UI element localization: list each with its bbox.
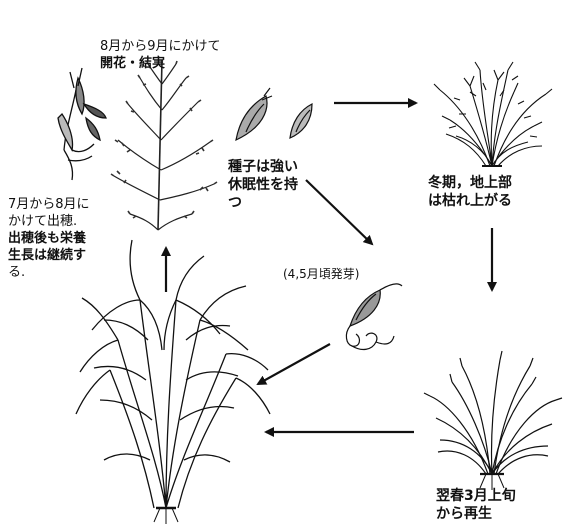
label-flowering: 8月から9月にかけて 開花・結実	[100, 38, 221, 72]
label-winter-line-2: は枯れ上がる	[428, 192, 512, 210]
arrow-seed-to-germination	[306, 180, 372, 244]
arrow-germination-to-mature	[258, 344, 330, 384]
label-heading-line-2: かけて出穂.	[8, 213, 90, 230]
seed-illustration	[236, 88, 312, 140]
label-winter: 冬期，地上部 は枯れ上がる	[428, 174, 512, 210]
label-regrowth: 翌春3月上旬 から再生	[436, 487, 516, 523]
mature-plant-illustration	[76, 240, 270, 524]
label-flowering-line-1: 8月から9月にかけて	[100, 38, 221, 55]
withered-tussock-illustration	[434, 62, 552, 166]
label-seed-dormancy: 種子は強い 休眠性を持 つ	[228, 158, 298, 212]
label-heading-line-1: 7月から8月に	[8, 196, 90, 213]
spikelet-flower-illustration	[58, 68, 106, 180]
label-heading-line-4: 生長は継続す	[8, 247, 90, 264]
germinating-seed-illustration	[346, 284, 402, 350]
label-seed-dormancy-line-2: 休眠性を持	[228, 176, 298, 194]
label-heading-line-5: る.	[8, 264, 90, 281]
label-seed-dormancy-line-3: つ	[228, 194, 298, 212]
label-heading: 7月から8月に かけて出穂. 出穂後も栄養 生長は継続す る.	[8, 196, 90, 281]
label-heading-line-3: 出穂後も栄養	[8, 230, 90, 247]
label-regrowth-line-2: から再生	[436, 505, 516, 523]
label-winter-line-1: 冬期，地上部	[428, 174, 512, 192]
regrowth-tussock-illustration	[424, 351, 562, 490]
label-seed-dormancy-line-1: 種子は強い	[228, 158, 298, 176]
label-flowering-line-2: 開花・結実	[100, 55, 221, 72]
flowering-panicle-illustration	[111, 60, 217, 230]
label-germination: (4,5月頃発芽)	[283, 266, 359, 283]
label-regrowth-line-1: 翌春3月上旬	[436, 487, 516, 505]
